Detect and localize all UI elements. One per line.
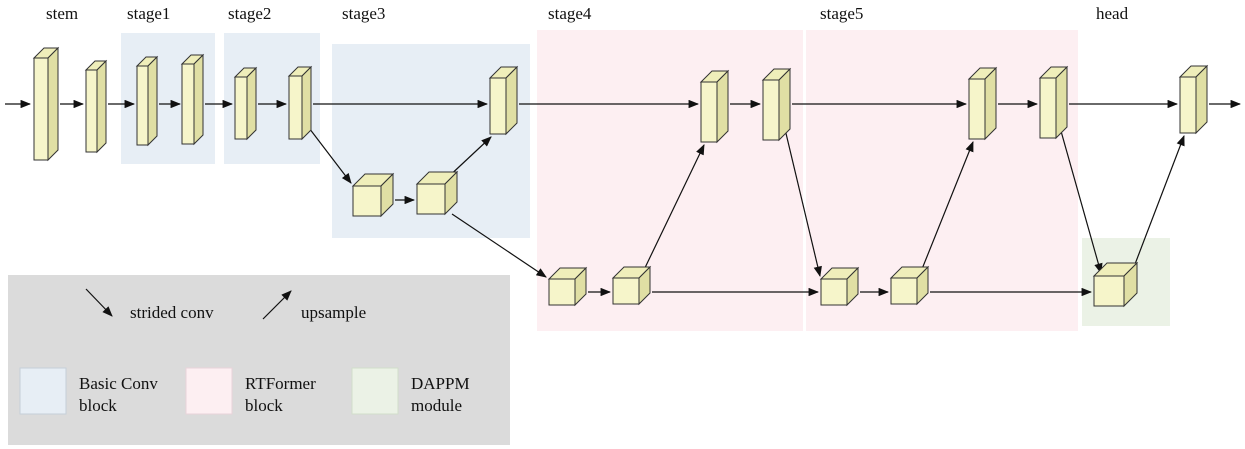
upsample-arrow [1131, 135, 1185, 273]
front-face [1179, 76, 1197, 134]
upsample-icon [262, 290, 292, 320]
dappm-swatch [351, 367, 399, 415]
strided-conv-arrow [305, 123, 352, 184]
dappm-block [1092, 261, 1139, 308]
legend: strided conv upsample Basic Conv block R… [8, 275, 510, 445]
stage2-block-2 [287, 65, 313, 141]
flow-arrows [5, 99, 1242, 297]
front-face [181, 63, 195, 145]
front-face [1093, 275, 1125, 307]
stage5-high-block-1 [967, 66, 998, 141]
front-face [968, 78, 986, 140]
front-face [820, 278, 848, 306]
side-face [505, 65, 518, 136]
side-face [716, 69, 729, 144]
front-face [288, 75, 303, 140]
stage-label-stage1: stage1 [127, 4, 170, 23]
stage5-low-block-2 [889, 265, 930, 306]
front-face [136, 65, 149, 146]
front-face [762, 79, 780, 141]
stage-label-stage3: stage3 [342, 4, 385, 23]
stage-label-stage4: stage4 [548, 4, 592, 23]
upsample-arrow [641, 144, 705, 275]
stage-labels: stem stage1 stage2 stage3 stage4 stage5 … [46, 4, 1129, 23]
front-face [890, 277, 918, 305]
stage4-low-block-1 [547, 266, 588, 307]
front-face [1039, 77, 1057, 139]
stage-label-stage2: stage2 [228, 4, 271, 23]
stage5-low-block-1 [819, 266, 860, 307]
side-face [778, 67, 791, 142]
stage1-block-1 [135, 55, 159, 147]
side-face [984, 66, 997, 141]
rtformer-swatch [185, 367, 233, 415]
stem-block-2 [84, 59, 108, 154]
front-face [489, 77, 507, 135]
stage1-block-2 [180, 53, 205, 146]
stage5-high-block-2 [1038, 65, 1069, 140]
legend-basic-conv-line2: block [79, 396, 117, 415]
side-face [193, 53, 204, 146]
stage-label-head: head [1096, 4, 1129, 23]
legend-rtformer-line2: block [245, 396, 283, 415]
side-face [1195, 64, 1208, 135]
front-face [234, 76, 248, 140]
stem-block-1 [32, 46, 60, 162]
strided-conv-arrow [451, 213, 547, 278]
side-face [1055, 65, 1068, 140]
head-block [1178, 64, 1209, 135]
legend-upsample-label: upsample [301, 303, 366, 322]
strided-conv-arrow [1058, 123, 1103, 275]
basic-conv-swatch [19, 367, 67, 415]
legend-panel [8, 275, 510, 445]
front-face [700, 81, 718, 143]
stage-label-stage5: stage5 [820, 4, 863, 23]
stage4-high-block-2 [761, 67, 792, 142]
side-face [301, 65, 312, 141]
stage2-block-1 [233, 66, 258, 141]
front-face [548, 278, 576, 306]
stage4-low-block-2 [611, 265, 652, 306]
stage3-low-block-2 [415, 170, 459, 216]
front-face [352, 185, 382, 217]
front-face [85, 69, 98, 153]
side-face [47, 46, 59, 162]
legend-basic-conv-line1: Basic Conv [79, 374, 158, 393]
legend-strided-conv-label: strided conv [130, 303, 214, 322]
stage-label-stem: stem [46, 4, 78, 23]
upsample-arrow [919, 141, 974, 275]
front-face [612, 277, 640, 305]
side-face [96, 59, 107, 154]
stage4-high-block-1 [699, 69, 730, 144]
front-face [416, 183, 446, 215]
stage3-high-block [488, 65, 519, 136]
legend-rtformer-line1: RTFormer [245, 374, 316, 393]
front-face [33, 57, 49, 161]
legend-dappm-line1: DAPPM [411, 374, 470, 393]
stage3-low-block-1 [351, 172, 395, 218]
side-face [147, 55, 158, 147]
strided-conv-arrow [783, 124, 822, 278]
side-face [246, 66, 257, 141]
legend-dappm-line2: module [411, 396, 462, 415]
strided-conv-icon [85, 288, 113, 317]
blocks [32, 46, 1209, 308]
